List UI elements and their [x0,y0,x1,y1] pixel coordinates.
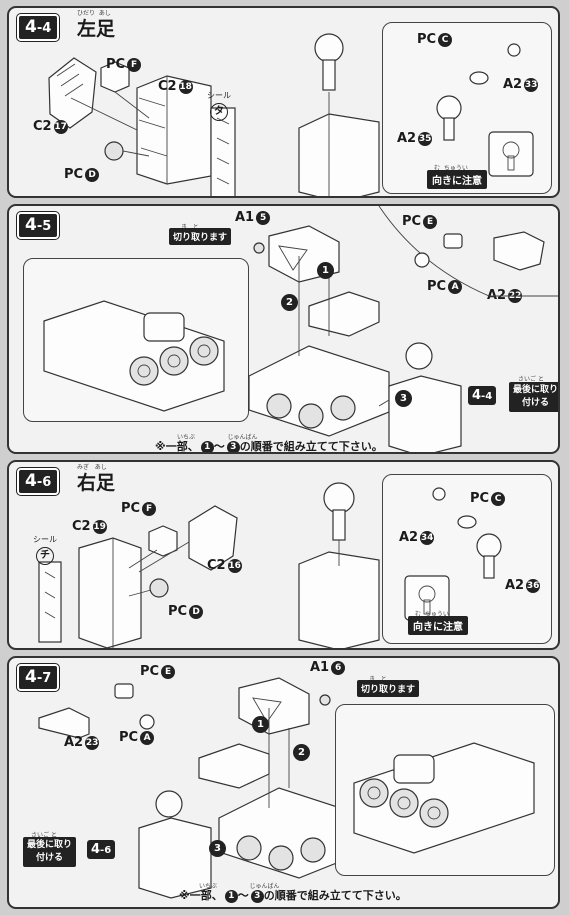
caution-ruby: む ちゅうい [415,611,449,618]
ball-joint-drawing [404,487,502,621]
note-ruby: いちぶ じゅんばん [199,883,280,890]
track-assembly-drawing [138,677,360,899]
side-parts-drawing [38,683,155,739]
order-step-2: 2 [293,744,310,761]
step-number: 4-5 [17,212,60,239]
step-number: 4-6 [17,468,60,495]
pc-e-pc-a-drawing [414,231,545,271]
caution-label: 向きに注意 [427,170,487,189]
track-drawing [353,742,535,854]
right-foot-parts-drawing [38,505,238,648]
order-step-3: 3 [395,390,412,407]
attach-last-label: 最後に取り付ける [509,382,558,412]
page-title: 左足 [77,18,116,40]
step-number: 4-7 [17,664,60,691]
step-number: 4-4 [17,14,60,41]
joint-inset-outline [378,206,558,297]
caution-ruby: む ちゅうい [434,165,468,172]
track-drawing [43,300,225,412]
orientation-inset [382,474,552,644]
cut-ruby: き と [369,674,387,683]
title-ruby: みぎ あし [77,464,107,471]
caution-label: 向きに注意 [408,616,468,635]
right-foot-assembly-drawing [298,482,380,648]
reference-step-4-6: 4-6 [87,840,116,859]
page-title: 右足 [77,472,116,494]
order-step-1: 1 [252,716,269,733]
order-step-3: 3 [209,840,226,857]
order-step-2: 2 [281,294,298,311]
order-step-1: 1 [317,262,334,279]
last-ruby: さいご と [31,832,57,839]
last-ruby: さいご と [518,376,544,383]
cut-ruby: き と [181,222,199,231]
ball-joint-drawing [436,43,534,177]
seal-ta: シールタ [207,90,231,123]
cut-label: 切り取ります [357,680,420,697]
seal-chi: シールチ [33,534,57,567]
cut-label: 切り取ります [169,228,232,245]
note-ruby: いちぶ じゅんばん [177,434,258,441]
reference-step-4-4: 4-4 [468,386,497,405]
attach-last-label: 最後に取り付ける [23,837,77,867]
title-ruby: ひだり あし [77,10,111,17]
left-foot-assembly-drawing [298,33,380,196]
